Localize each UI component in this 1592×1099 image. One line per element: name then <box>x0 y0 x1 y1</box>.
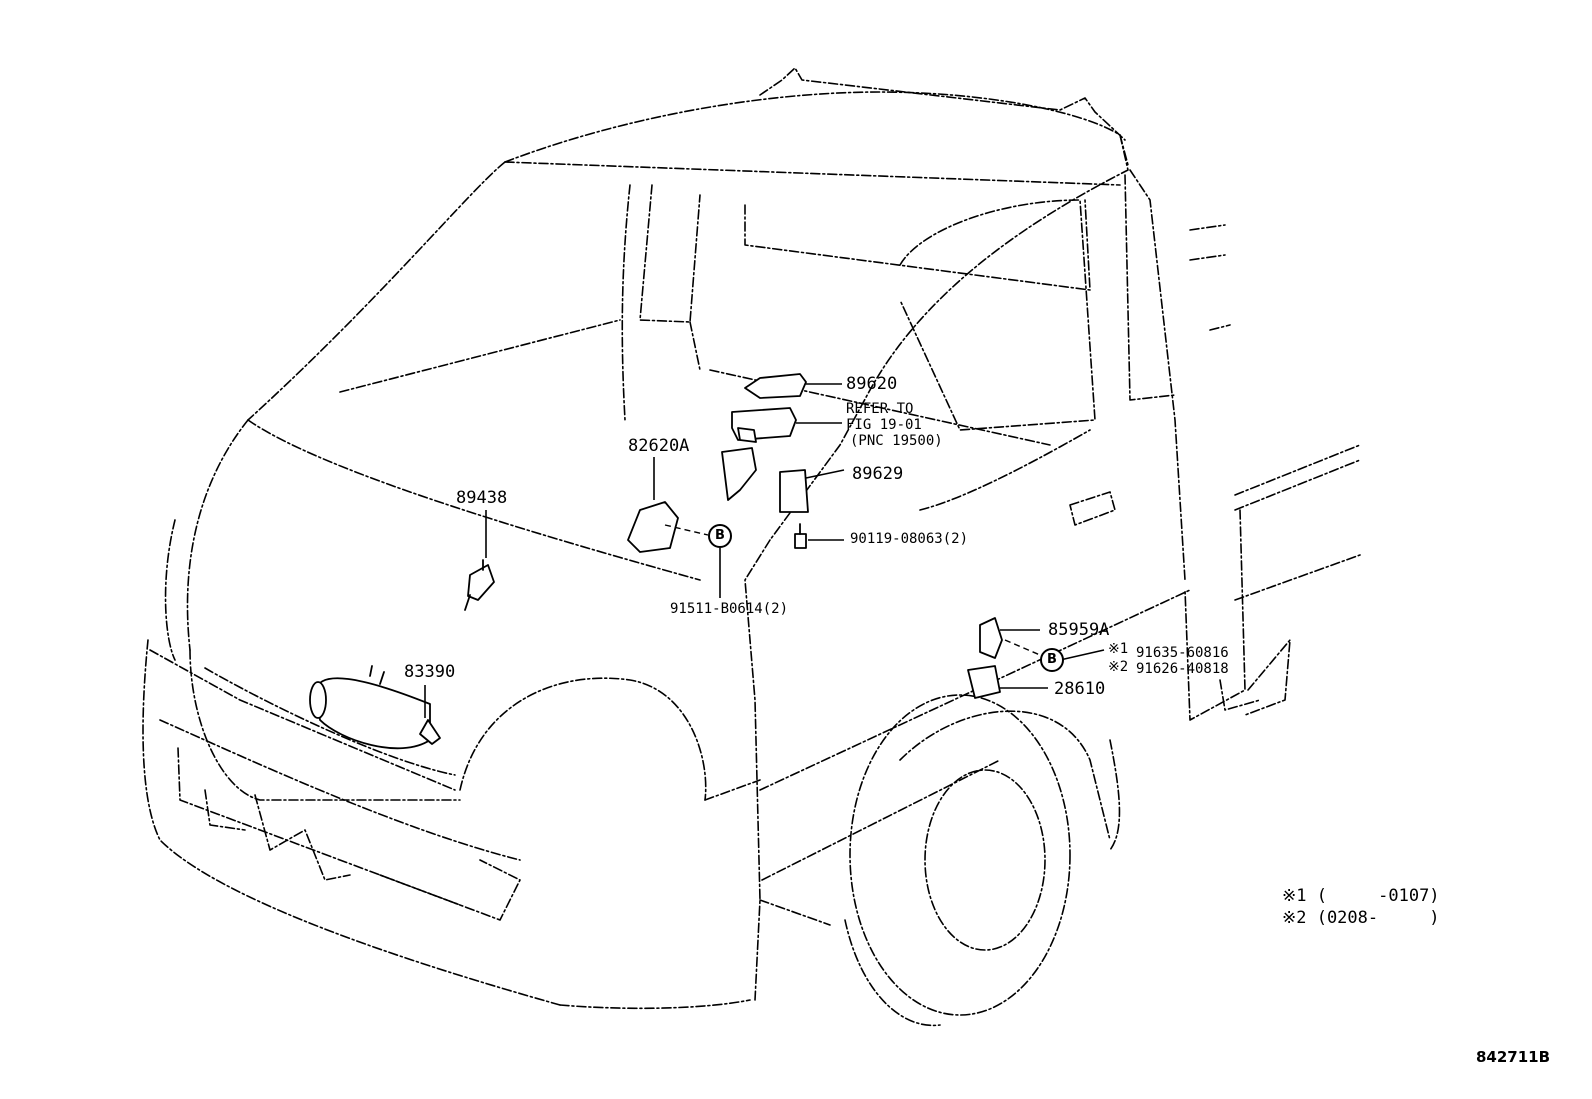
label-mark2: ※2 <box>1108 659 1129 675</box>
marker-b-right: B <box>1040 648 1064 672</box>
legend-row-1: ※1 ( -0107) <box>1282 886 1440 906</box>
label-83390: 83390 <box>404 662 456 682</box>
label-85959A: 85959A <box>1048 620 1110 640</box>
label-89629: 89629 <box>852 464 904 484</box>
label-89438: 89438 <box>456 488 508 508</box>
label-91511-B0614: 91511-B0614(2) <box>670 601 789 617</box>
label-91635-60816: 91635-60816 <box>1136 645 1229 661</box>
label-refer-line1: REFER TO <box>846 401 914 417</box>
label-89620: 89620 <box>846 374 898 394</box>
legend-row-2: ※2 (0208- ) <box>1282 908 1440 928</box>
label-82620A: 82620A <box>628 436 690 456</box>
label-28610: 28610 <box>1054 679 1106 699</box>
label-refer-line3: (PNC 19500) <box>850 433 943 449</box>
label-refer-line2: FIG 19-01 <box>846 417 922 433</box>
label-91626-40818: 91626-40818 <box>1136 661 1229 677</box>
label-90119-08063: 90119-08063(2) <box>850 531 969 547</box>
label-mark1: ※1 <box>1108 641 1129 657</box>
diagram-code: 842711B <box>1476 1048 1551 1066</box>
marker-b-left: B <box>708 524 732 548</box>
